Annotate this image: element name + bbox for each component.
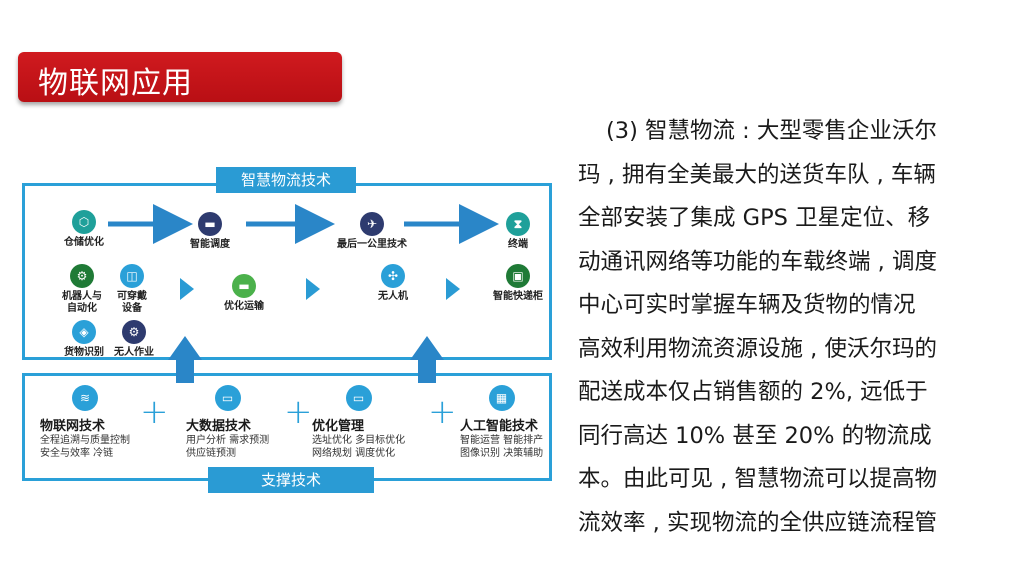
truck-icon: ▬ — [198, 212, 222, 236]
node-label: 无人作业 — [114, 347, 154, 358]
tech-desc: 选址优化 多目标优化 — [312, 435, 406, 446]
tech-desc: 全程追溯与质量控制 — [40, 435, 130, 446]
robot-icon: ⚙ — [70, 264, 94, 288]
tech-desc: 智能运营 智能排产 — [460, 435, 544, 446]
node-warehouse: ⬡ 仓储优化 — [56, 210, 112, 249]
body-line: 高效利用物流资源设施 , 使沃尔玛的 — [578, 335, 937, 362]
tech-name: 大数据技术 — [186, 419, 252, 434]
smart-logistics-tag: 智慧物流技术 — [216, 167, 356, 193]
support-ai: ▦ 人工智能技术 智能运营 智能排产 图像识别 决策辅助 — [460, 385, 543, 460]
body-line: (3) 智慧物流 : 大型零售企业沃尔 — [606, 118, 937, 144]
plus-sign: + — [284, 392, 313, 432]
support-iot: ≋ 物联网技术 全程追溯与质量控制 安全与效率 冷链 — [40, 385, 130, 460]
database-icon: ▭ — [214, 385, 241, 411]
tech-desc: 网络规划 调度优化 — [312, 448, 396, 459]
slide-title-banner: 物联网应用 — [18, 52, 342, 102]
node-label: 最后一公里技术 — [337, 239, 407, 250]
slide-title: 物联网应用 — [38, 66, 193, 101]
body-line: 同行高达 10% 甚至 20% 的物流成 — [578, 422, 932, 449]
body-line: 流效率 , 实现物流的全供应链流程管 — [578, 509, 937, 536]
tech-name: 人工智能技术 — [460, 419, 539, 434]
node-drone: ✣ 无人机 — [368, 264, 418, 303]
node-locker: ▣ 智能快递柜 — [486, 264, 550, 303]
body-line: 玛 , 拥有全美最大的送货车队 , 车辆 — [578, 161, 936, 188]
up-arrow — [410, 336, 444, 383]
tech-desc: 供应链预测 — [186, 448, 236, 459]
tech-name: 优化管理 — [312, 419, 365, 434]
gear-icon: ⚙ — [122, 320, 146, 344]
node-label: 仓储优化 — [64, 237, 104, 248]
node-label: 货物识别 — [64, 347, 104, 358]
triangle-arrow — [180, 278, 194, 300]
flow-arrows — [108, 204, 499, 383]
triangle-arrow — [446, 278, 460, 300]
node-label: 无人机 — [378, 291, 408, 302]
body-line: 配送成本仅占销售额的 2%, 远低于 — [578, 379, 928, 405]
support-bigdata: ▭ 大数据技术 用户分析 需求预测 供应链预测 — [186, 385, 269, 460]
plus-sign: + — [140, 392, 169, 432]
tech-desc: 用户分析 需求预测 — [186, 435, 270, 446]
body-line: 本。由此可见 , 智慧物流可以提高物 — [578, 466, 937, 492]
node-unmanned: ⚙ 无人作业 — [108, 320, 160, 359]
node-label: 自动化 — [67, 303, 97, 314]
node-label: 优化运输 — [224, 301, 264, 312]
wifi-icon: ≋ — [72, 385, 98, 411]
cube-icon: ◈ — [72, 320, 96, 344]
body-paragraph: (3) 智慧物流 : 大型零售企业沃尔 玛 , 拥有全美最大的送货车队 , 车辆… — [578, 110, 994, 545]
package-icon: ▣ — [506, 264, 530, 288]
node-label: 智能调度 — [190, 239, 230, 250]
node-dispatch: ▬ 智能调度 — [180, 212, 240, 251]
plus-sign: + — [428, 392, 457, 432]
node-label: 终端 — [508, 239, 528, 250]
node-wearable: ◫ 可穿戴 设备 — [112, 264, 152, 315]
drone-icon: ✣ — [381, 264, 405, 288]
truck-icon: ▬ — [232, 274, 256, 298]
support-tech-tag: 支撑技术 — [208, 467, 374, 493]
node-label: 可穿戴 — [117, 291, 147, 302]
node-label: 智能快递柜 — [493, 291, 543, 302]
chip-icon: ▦ — [488, 385, 515, 411]
node-robot: ⚙ 机器人与 自动化 — [56, 264, 108, 315]
node-label: 机器人与 — [62, 291, 102, 302]
tech-desc: 安全与效率 冷链 — [40, 448, 114, 459]
watch-icon: ◫ — [120, 264, 144, 288]
plane-icon: ✈ — [360, 212, 384, 236]
tech-name: 物联网技术 — [40, 419, 106, 434]
node-label: 设备 — [122, 303, 142, 314]
node-transport: ▬ 优化运输 — [214, 274, 274, 313]
node-cargo-id: ◈ 货物识别 — [58, 320, 110, 359]
body-line: 中心可实时掌握车辆及货物的情况 — [578, 292, 916, 318]
box-icon: ⬡ — [72, 210, 96, 234]
body-line: 动通讯网络等功能的车载终端 , 调度 — [578, 248, 937, 275]
hourglass-icon: ⧗ — [506, 212, 530, 236]
body-line: 全部安装了集成 GPS 卫星定位、移 — [578, 205, 931, 231]
up-arrow — [168, 336, 202, 383]
node-last-mile: ✈ 最后一公里技术 — [330, 212, 414, 251]
chart-icon: ▭ — [345, 385, 372, 411]
smart-logistics-diagram: 智慧物流技术 支撑技术 ⬡ 仓储优化 ▬ 智能调度 ✈ 最后一公里技术 ⧗ 终端… — [22, 167, 552, 493]
node-terminal: ⧗ 终端 — [494, 212, 542, 251]
tech-desc: 图像识别 决策辅助 — [460, 448, 544, 459]
support-optimization: ▭ 优化管理 选址优化 多目标优化 网络规划 调度优化 — [312, 385, 405, 460]
triangle-arrow — [306, 278, 320, 300]
